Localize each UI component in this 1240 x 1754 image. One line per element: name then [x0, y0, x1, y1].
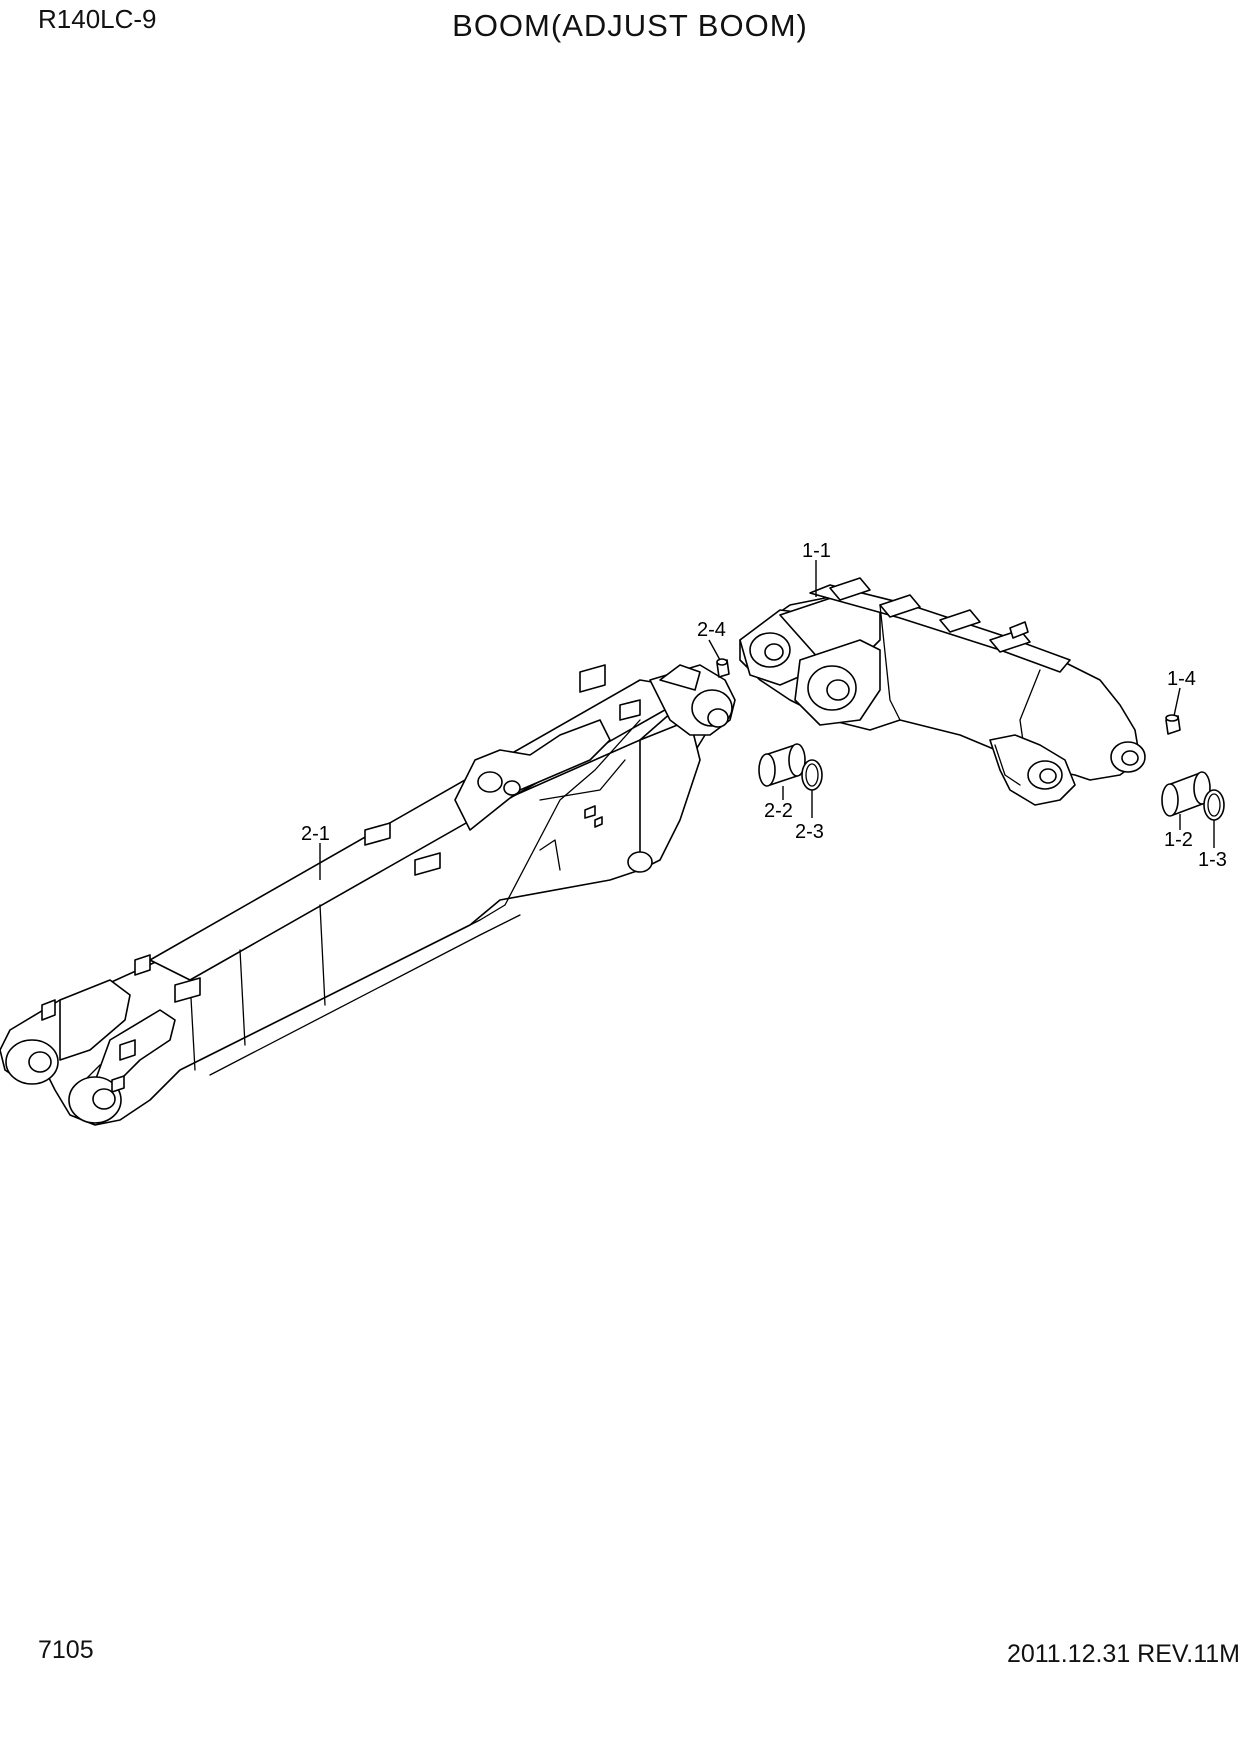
- grease-nipple-1-4: [1165, 714, 1181, 735]
- bushing-2-2: [758, 743, 806, 787]
- lower-boom-part: [0, 664, 736, 1126]
- callout-1-1: 1-1: [802, 540, 831, 562]
- model-number: R140LC-9: [38, 4, 157, 34]
- callout-1-3: 1-3: [1198, 849, 1227, 871]
- page-number: 7105: [38, 1636, 94, 1664]
- adjust-boom-part: [739, 577, 1146, 806]
- callout-2-1: 2-1: [301, 823, 330, 845]
- callout-1-4: 1-4: [1167, 668, 1196, 690]
- seal-ring-1-3: [1203, 789, 1225, 821]
- bushing-1-2: [1161, 771, 1211, 817]
- callout-1-2: 1-2: [1164, 829, 1193, 851]
- revision-date: 2011.12.31 REV.11M: [1006, 1640, 1240, 1668]
- seal-ring-2-3: [801, 759, 823, 791]
- callout-2-2: 2-2: [764, 800, 793, 822]
- grease-nipple-2-4: [716, 658, 730, 678]
- leader-1-4: [1173, 687, 1181, 717]
- callout-2-3: 2-3: [795, 821, 824, 843]
- callout-2-4: 2-4: [697, 619, 726, 641]
- page-title: BOOM(ADJUST BOOM): [452, 8, 808, 43]
- leader-2-4: [708, 639, 721, 661]
